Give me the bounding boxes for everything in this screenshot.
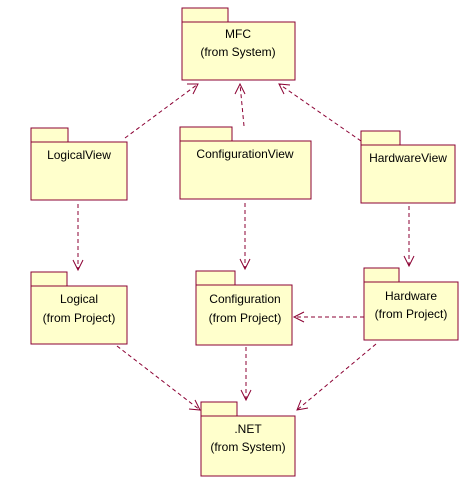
package-name: MFC: [225, 27, 251, 41]
package-configuration-view[interactable]: ConfigurationView: [179, 126, 312, 200]
dependency-logicalview-to-mfc: [124, 83, 199, 139]
package-tab: [195, 270, 236, 286]
package-body: [200, 415, 296, 477]
package-origin: (from Project): [375, 307, 448, 321]
dependency-hardware-to-configuration: [292, 311, 364, 323]
dependency-hardwareview-to-hardware: [403, 206, 415, 268]
package-name: Configuration: [209, 292, 280, 306]
package-tab: [181, 7, 229, 23]
package-logical-view[interactable]: LogicalView: [30, 127, 128, 201]
package-name: LogicalView: [47, 148, 111, 162]
package-body: [30, 141, 128, 201]
dependency-hardwareview-to-mfc: [278, 83, 362, 142]
package-origin: (from System): [200, 45, 275, 59]
dependency-hardware-to-dotnet: [296, 343, 377, 411]
package-origin: (from System): [210, 440, 285, 454]
package-hardware-view[interactable]: HardwareView: [360, 130, 456, 204]
package-name: .NET: [234, 422, 262, 436]
package-tab: [200, 401, 238, 417]
package-mfc[interactable]: MFC (from System): [181, 7, 296, 81]
package-name: ConfigurationView: [196, 147, 294, 161]
package-configuration[interactable]: Configuration (from Project): [195, 270, 293, 346]
package-body: [181, 21, 296, 81]
package-origin: (from Project): [43, 311, 116, 325]
package-dotnet[interactable]: .NET (from System): [200, 401, 296, 477]
dependency-configurationview-to-mfc: [234, 82, 246, 127]
package-logical[interactable]: Logical (from Project): [30, 271, 128, 345]
package-body: [179, 140, 312, 200]
dependency-logical-to-dotnet: [116, 345, 201, 411]
dependency-configuration-to-dotnet: [240, 347, 252, 402]
package-name: HardwareView: [369, 151, 447, 165]
package-tab: [30, 271, 68, 287]
package-body: [195, 284, 293, 346]
dependency-logicalview-to-logical: [72, 204, 84, 272]
package-tab: [363, 267, 400, 283]
package-tab: [30, 127, 69, 143]
package-tab: [360, 130, 401, 146]
package-name: Hardware: [385, 289, 437, 303]
package-origin: (from Project): [209, 311, 282, 325]
package-tab: [179, 126, 233, 142]
package-body: [360, 144, 456, 204]
package-body: [30, 285, 128, 345]
dependency-configurationview-to-configuration: [239, 203, 251, 271]
package-hardware[interactable]: Hardware (from Project): [363, 267, 459, 341]
package-body: [363, 281, 459, 341]
package-name: Logical: [60, 292, 98, 306]
